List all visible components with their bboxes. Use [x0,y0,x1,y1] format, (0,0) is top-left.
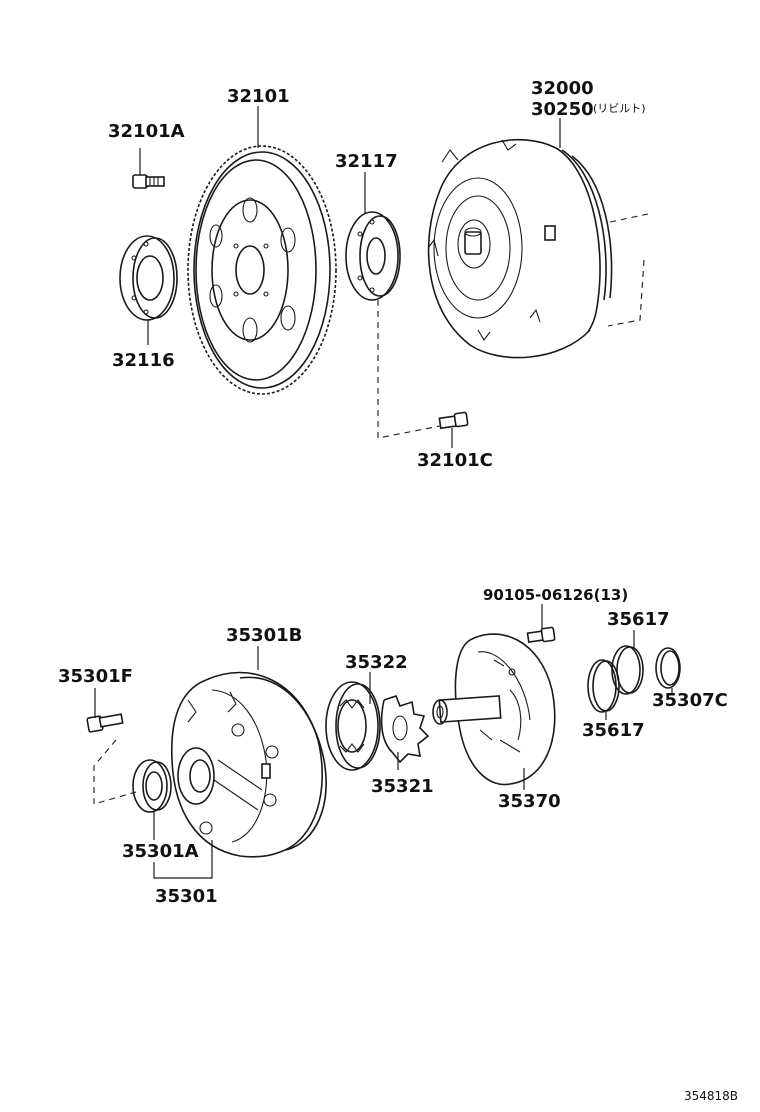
label-35617-top: 35617 [607,609,670,630]
label-35301a: 35301A [122,841,199,862]
label-35301f: 35301F [58,666,133,687]
dashed-leader-35301f [93,739,137,805]
driven-gear-35322 [325,681,381,771]
plate-32117 [345,211,401,301]
ring-35307c [655,647,681,689]
label-32101: 32101 [227,86,290,107]
oil-seal-35301a [132,759,172,813]
pump-body-35301b [170,671,327,858]
seal-ring-35617-b [611,645,644,695]
bolt-35301f [86,713,124,733]
label-35321: 35321 [371,776,434,797]
label-35617-bottom: 35617 [582,720,645,741]
label-32000: 32000 [531,78,594,99]
label-30250-note: (リビルト) [593,102,646,115]
label-35307c: 35307C [652,690,728,711]
label-35301: 35301 [155,886,218,907]
label-32116: 32116 [112,350,175,371]
label-32101a: 32101A [108,121,185,142]
drive-gear-35321 [380,695,430,764]
figure-code: 354818B [684,1089,738,1103]
torque-converter-32000 [427,138,649,359]
bolt-32101a [132,174,165,189]
bracket-35301 [153,840,213,879]
bolt-32101c [438,411,469,430]
label-32117: 32117 [335,151,398,172]
drive-plate-32101 [187,145,337,395]
plate-32116 [119,235,178,321]
label-35301b: 35301B [226,625,302,646]
seal-ring-35617-a [587,659,620,713]
dashed-leader-32101c [377,300,441,439]
label-32101c: 32101C [417,450,493,471]
bolt-90105 [526,626,556,643]
label-90105: 90105-06126(13) [483,586,628,604]
label-30250: 30250 [531,99,594,120]
stator-shaft-35370 [432,633,556,786]
label-35370: 35370 [498,791,561,812]
label-35322: 35322 [345,652,408,673]
